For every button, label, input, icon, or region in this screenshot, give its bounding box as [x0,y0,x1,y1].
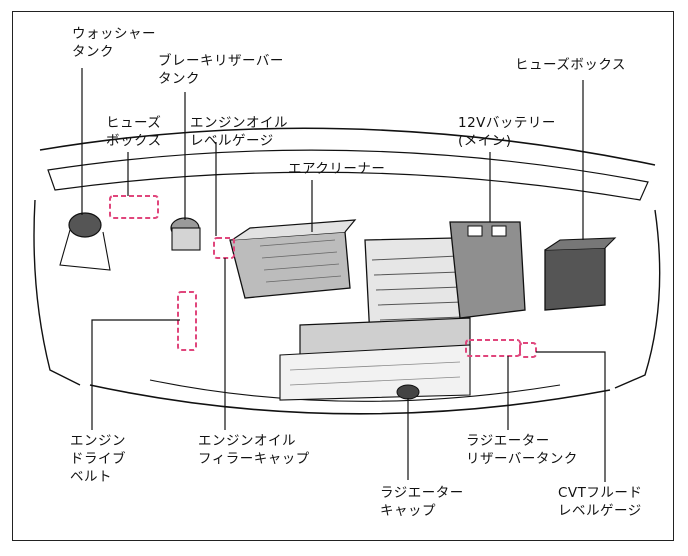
leader-cvt [536,351,606,482]
reserve-tank-highlight [465,339,521,357]
fuse-box-right [544,237,617,311]
label-cvt-fluid-gauge: CVTフルード レベルゲージ [558,485,643,519]
fuse-box-left-highlight [109,195,159,219]
label-drive-belt: エンジン ドライブ ベルト [70,433,126,485]
leader-drive-belt [91,319,180,430]
label-oil-level-gauge: エンジンオイル レベルゲージ [190,115,288,149]
radiator-area [279,344,471,401]
hood-outline [39,127,656,166]
label-air-cleaner: エアクリーナー [288,161,386,177]
label-battery: 12Vバッテリー (メイン) [458,115,556,149]
label-radiator-cap: ラジエーター キャップ [380,485,464,519]
front-bumper [89,384,611,415]
air-cleaner-box [229,219,357,299]
leader-lines [81,68,606,482]
label-oil-filler-cap: エンジンオイル フィラーキャップ [198,433,310,467]
washer-tank [59,212,111,271]
label-fuse-box-left: ヒューズ ボックス [106,115,162,149]
hood-inner-edge [47,149,649,201]
label-brake-reservoir: ブレーキリザーバー タンク [158,53,284,87]
label-fuse-box-right: ヒューズボックス [515,57,626,73]
label-radiator-reserve-tank: ラジエーター リザーバータンク [466,433,578,467]
right-fender [614,209,661,389]
cvt-gauge-highlight [519,342,537,358]
battery [449,221,526,319]
highlight-markers [109,195,537,358]
drive-belt-highlight [177,291,197,351]
left-fender [33,199,81,386]
oil-gauge-highlight [213,237,235,259]
front-grille-edge [149,379,561,402]
label-washer-tank: ウォッシャー タンク [72,26,156,60]
brake-reservoir [170,217,201,251]
